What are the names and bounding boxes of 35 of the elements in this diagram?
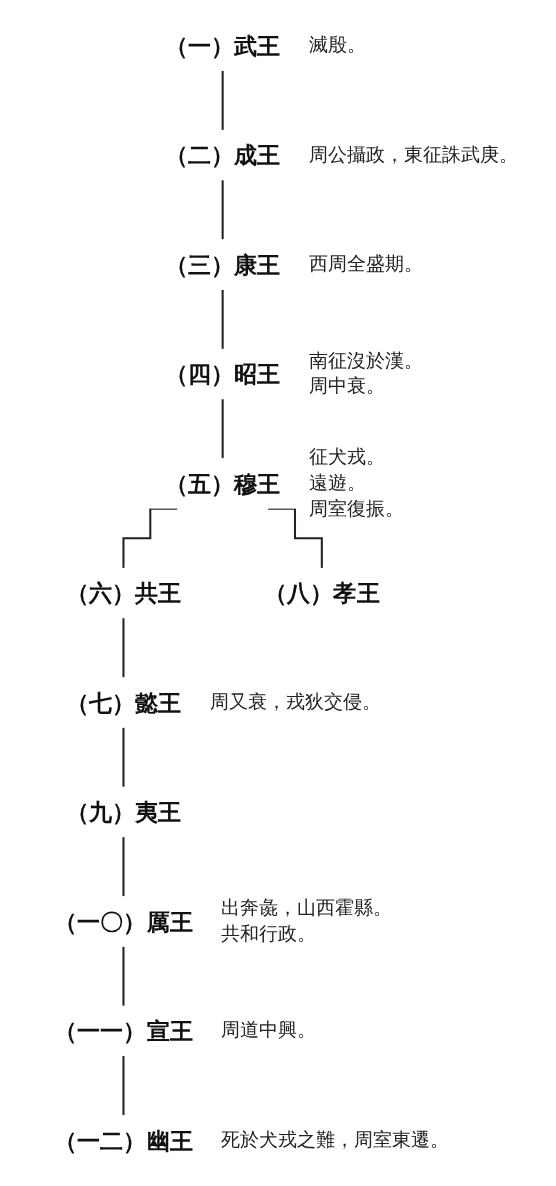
node-text: （三）康王	[164, 251, 281, 279]
connector	[221, 69, 224, 131]
connector	[122, 836, 125, 898]
annotation-text: 遠遊。	[308, 471, 366, 494]
connector	[122, 726, 125, 788]
connector	[267, 507, 323, 569]
annotation-text: 出奔彘，山西霍縣。	[221, 896, 393, 920]
annotation-text: 共和行政。	[221, 921, 317, 945]
node-text: （六）共王	[65, 579, 182, 607]
node-text: （二）成王	[164, 141, 281, 169]
connector	[122, 945, 125, 1007]
connector	[122, 1055, 125, 1117]
node-text: （八）孝王	[263, 579, 380, 607]
node-text: （一一）宣王	[53, 1017, 193, 1045]
node-text: （一二）幽王	[53, 1126, 193, 1154]
annotation-text: 征犬戎。	[308, 445, 385, 469]
annotation-text: 周室復振。	[308, 496, 404, 520]
node-text: （一）武王	[164, 32, 281, 60]
annotation-text: 周道中興。	[221, 1018, 317, 1042]
annotation-text: 南征沒於漢。	[308, 348, 423, 372]
node-text: （一〇）厲王	[53, 907, 193, 935]
annotation-text: 周公攝政，東征誅武庚。	[308, 142, 518, 166]
node-text: （四）昭王	[164, 360, 281, 388]
node-text: （七）懿王	[65, 688, 182, 717]
annotation-text: 周又衰，戎狄交侵。	[209, 690, 381, 713]
connector	[221, 179, 224, 241]
annotation-text: 死於犬戎之難，周室東遷。	[221, 1127, 450, 1151]
connector	[122, 617, 125, 679]
node-text: （九）夷王	[65, 798, 182, 826]
connector	[122, 507, 177, 569]
annotation-text: 周中衰。	[308, 374, 385, 398]
connector	[221, 398, 224, 460]
annotation-text: 西周全盛期。	[308, 252, 423, 276]
annotation-text: 滅殷。	[308, 33, 366, 57]
connector	[221, 288, 224, 350]
